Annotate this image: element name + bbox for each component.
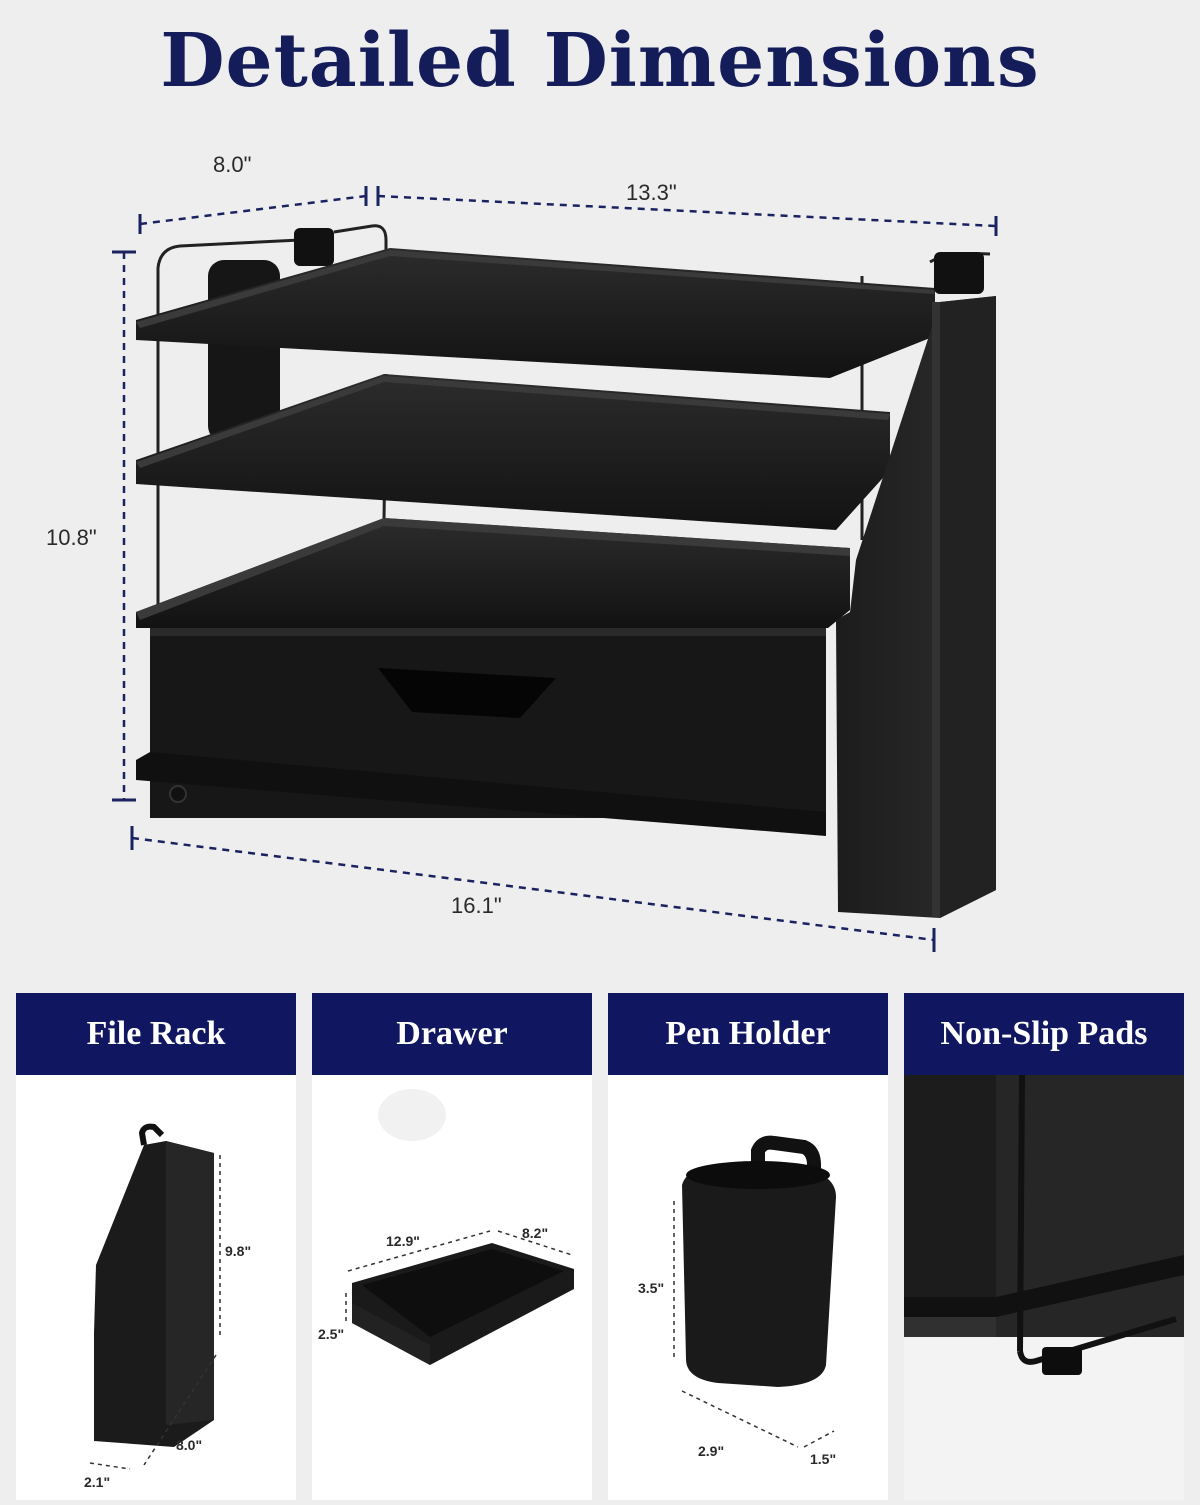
file-rack-length: 8.0" [176,1437,203,1453]
top-shelf [136,248,935,378]
non-slip-pads-illustration [904,1074,1184,1500]
organizer-illustration [112,186,998,952]
drawer-handle [378,668,556,718]
pen-cup-clip [294,228,334,266]
dim-depth-label: 8.0" [213,152,252,177]
panel-title-drawer: Drawer [312,993,592,1075]
pen-holder-length: 2.9" [698,1443,725,1459]
file-rack-width: 2.1" [84,1474,111,1490]
dim-height-label: 10.8" [46,525,97,550]
middle-shelf [136,374,890,530]
dim-width-top-label: 13.3" [626,180,677,205]
base-rail [136,752,826,836]
pen-holder-illustration [673,1135,836,1448]
panel-file-rack: File Rack 9.8" 8.0" 2.1" [16,993,296,1500]
dimension-lines [122,194,997,942]
page-title: Detailed Dimensions [160,18,1040,104]
drawer-illustration [345,1089,574,1365]
drawer-length: 12.9" [386,1233,420,1249]
file-rack-illustration [89,1123,221,1470]
drawer-width: 8.2" [522,1225,549,1241]
dimension-ticks [112,186,998,952]
drawer-height: 2.5" [318,1326,345,1342]
panel-title-file-rack: File Rack [16,993,296,1075]
panel-drawer: Drawer 12.9" 8.2" 2.5" [312,993,592,1500]
dim-width-total-label: 16.1" [451,893,502,918]
file-rack-clip [934,252,984,294]
panel-title-non-slip-pads: Non-Slip Pads [904,993,1184,1075]
panel-non-slip-pads: Non-Slip Pads [904,993,1184,1500]
pen-holder-height: 3.5" [638,1280,665,1296]
panel-title-pen-holder: Pen Holder [608,993,888,1075]
panel-pen-holder: Pen Holder 3.5" 2.9" 1.5" [608,993,888,1500]
pen-holder-width: 1.5" [810,1451,837,1467]
file-rack-height: 9.8" [225,1243,252,1259]
